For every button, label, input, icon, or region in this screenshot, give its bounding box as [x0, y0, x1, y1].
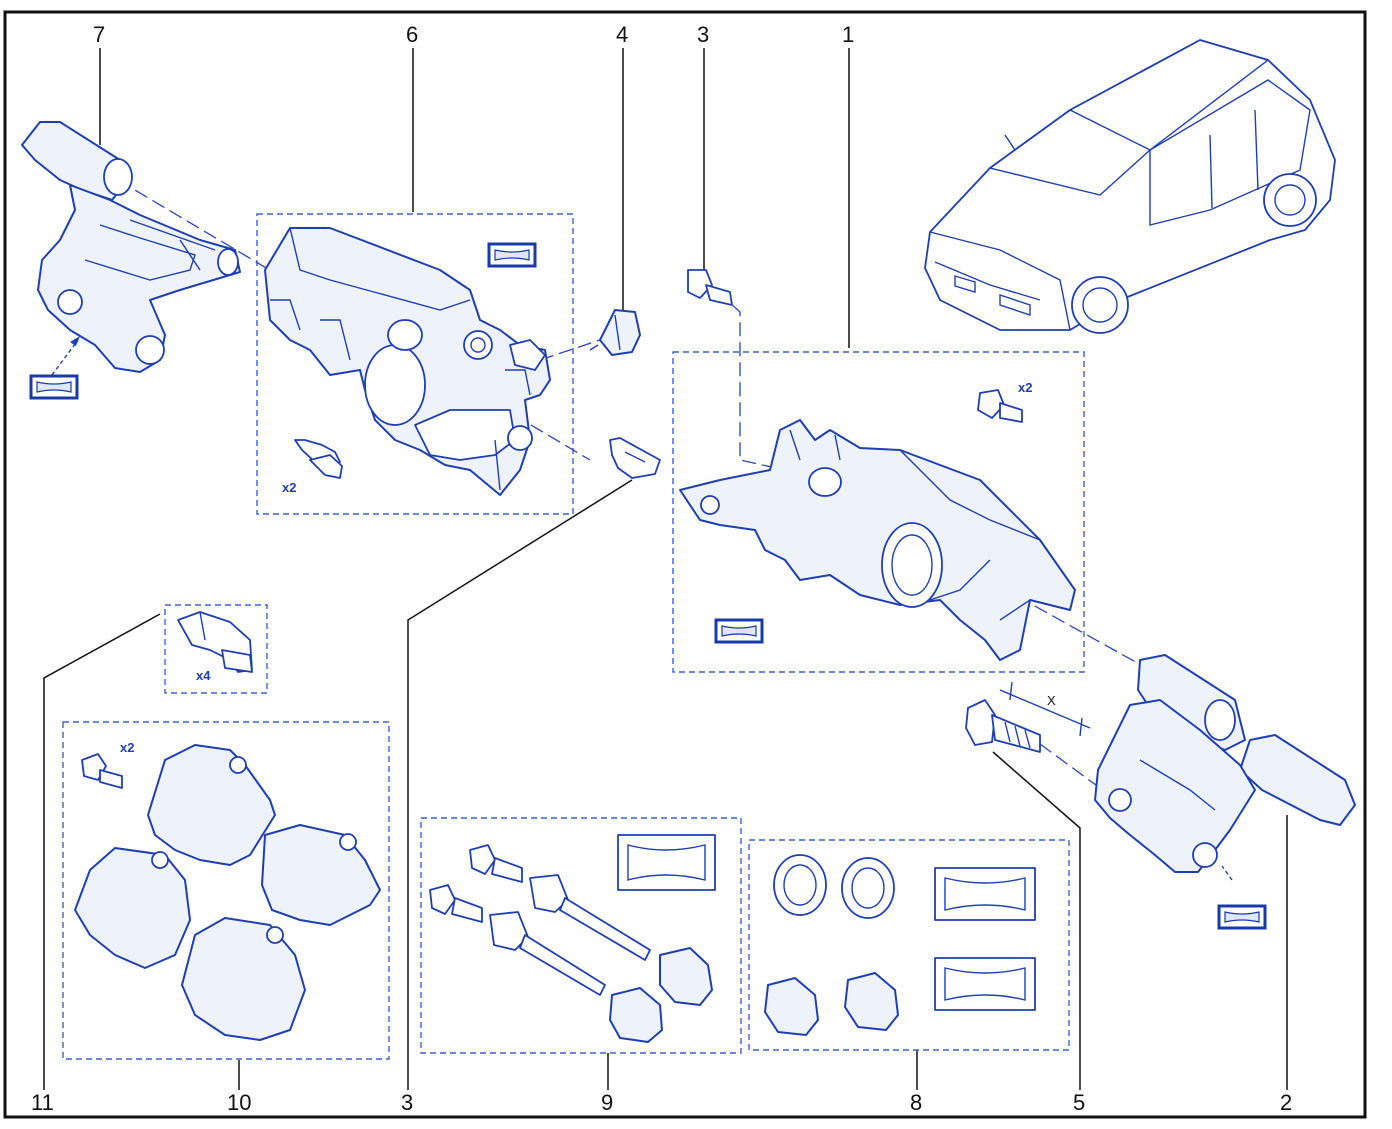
callout-2[interactable]: 2: [1280, 1090, 1292, 1115]
callout-3-bottom[interactable]: 3: [401, 1090, 413, 1115]
callout-9[interactable]: 9: [601, 1090, 613, 1115]
grease-symbol-icon: [29, 374, 79, 400]
callout-1[interactable]: 1: [842, 22, 854, 47]
grease-symbol-icon: [487, 242, 537, 268]
seal-kit-8[interactable]: [764, 854, 1036, 1036]
box-caliper-6: [256, 213, 574, 515]
brake-caliper-1[interactable]: [679, 419, 1076, 661]
bolt-icon[interactable]: [977, 389, 1023, 423]
qty-pad-bolts: x2: [120, 740, 134, 755]
bolt-icon[interactable]: [609, 437, 661, 479]
brake-caliper-6[interactable]: [264, 227, 551, 496]
caliper-bracket-7[interactable]: [21, 121, 241, 373]
callout-4[interactable]: 4: [616, 22, 628, 47]
car-illustration-icon: [924, 39, 1336, 334]
callout-7[interactable]: 7: [93, 22, 105, 47]
callout-6[interactable]: 6: [406, 22, 418, 47]
bottom-callouts: 11 10 3 9 8 5 2: [31, 479, 1292, 1115]
box-guide-kit-9: [420, 817, 742, 1054]
callout-8[interactable]: 8: [910, 1090, 922, 1115]
box-caliper-1: [672, 351, 1085, 673]
brake-pads-10[interactable]: [74, 744, 381, 1041]
qty-clips: x4: [196, 668, 211, 683]
box-clips-11: [164, 604, 268, 694]
box-seal-kit-8: [748, 839, 1070, 1051]
guide-bolt-5[interactable]: [965, 699, 1041, 753]
callout-10[interactable]: 10: [227, 1090, 251, 1115]
qty-bracket-bolts: x2: [1018, 380, 1032, 395]
wear-sensor-4[interactable]: [589, 309, 641, 356]
pad-clips-11[interactable]: [177, 611, 253, 673]
grease-symbol-icon: [714, 618, 764, 644]
callout-3-top[interactable]: 3: [697, 22, 709, 47]
top-callouts: 7 6 4 3 1: [93, 22, 854, 348]
diagram-frame: [3, 10, 1367, 1119]
bolt-icon[interactable]: [687, 269, 733, 306]
callout-11[interactable]: 11: [31, 1090, 54, 1115]
bolt-icon[interactable]: [294, 439, 343, 479]
callout-5[interactable]: 5: [1073, 1090, 1085, 1115]
dimension-x: X: [999, 681, 1091, 737]
box-pads-10: [62, 721, 390, 1060]
dimension-label: X: [1047, 693, 1056, 708]
guide-pin-kit-9[interactable]: [429, 834, 716, 1043]
caliper-bracket-2[interactable]: [1094, 654, 1356, 873]
qty-caliper-bolts: x2: [282, 480, 296, 495]
grease-symbol-icon: [1217, 904, 1267, 930]
